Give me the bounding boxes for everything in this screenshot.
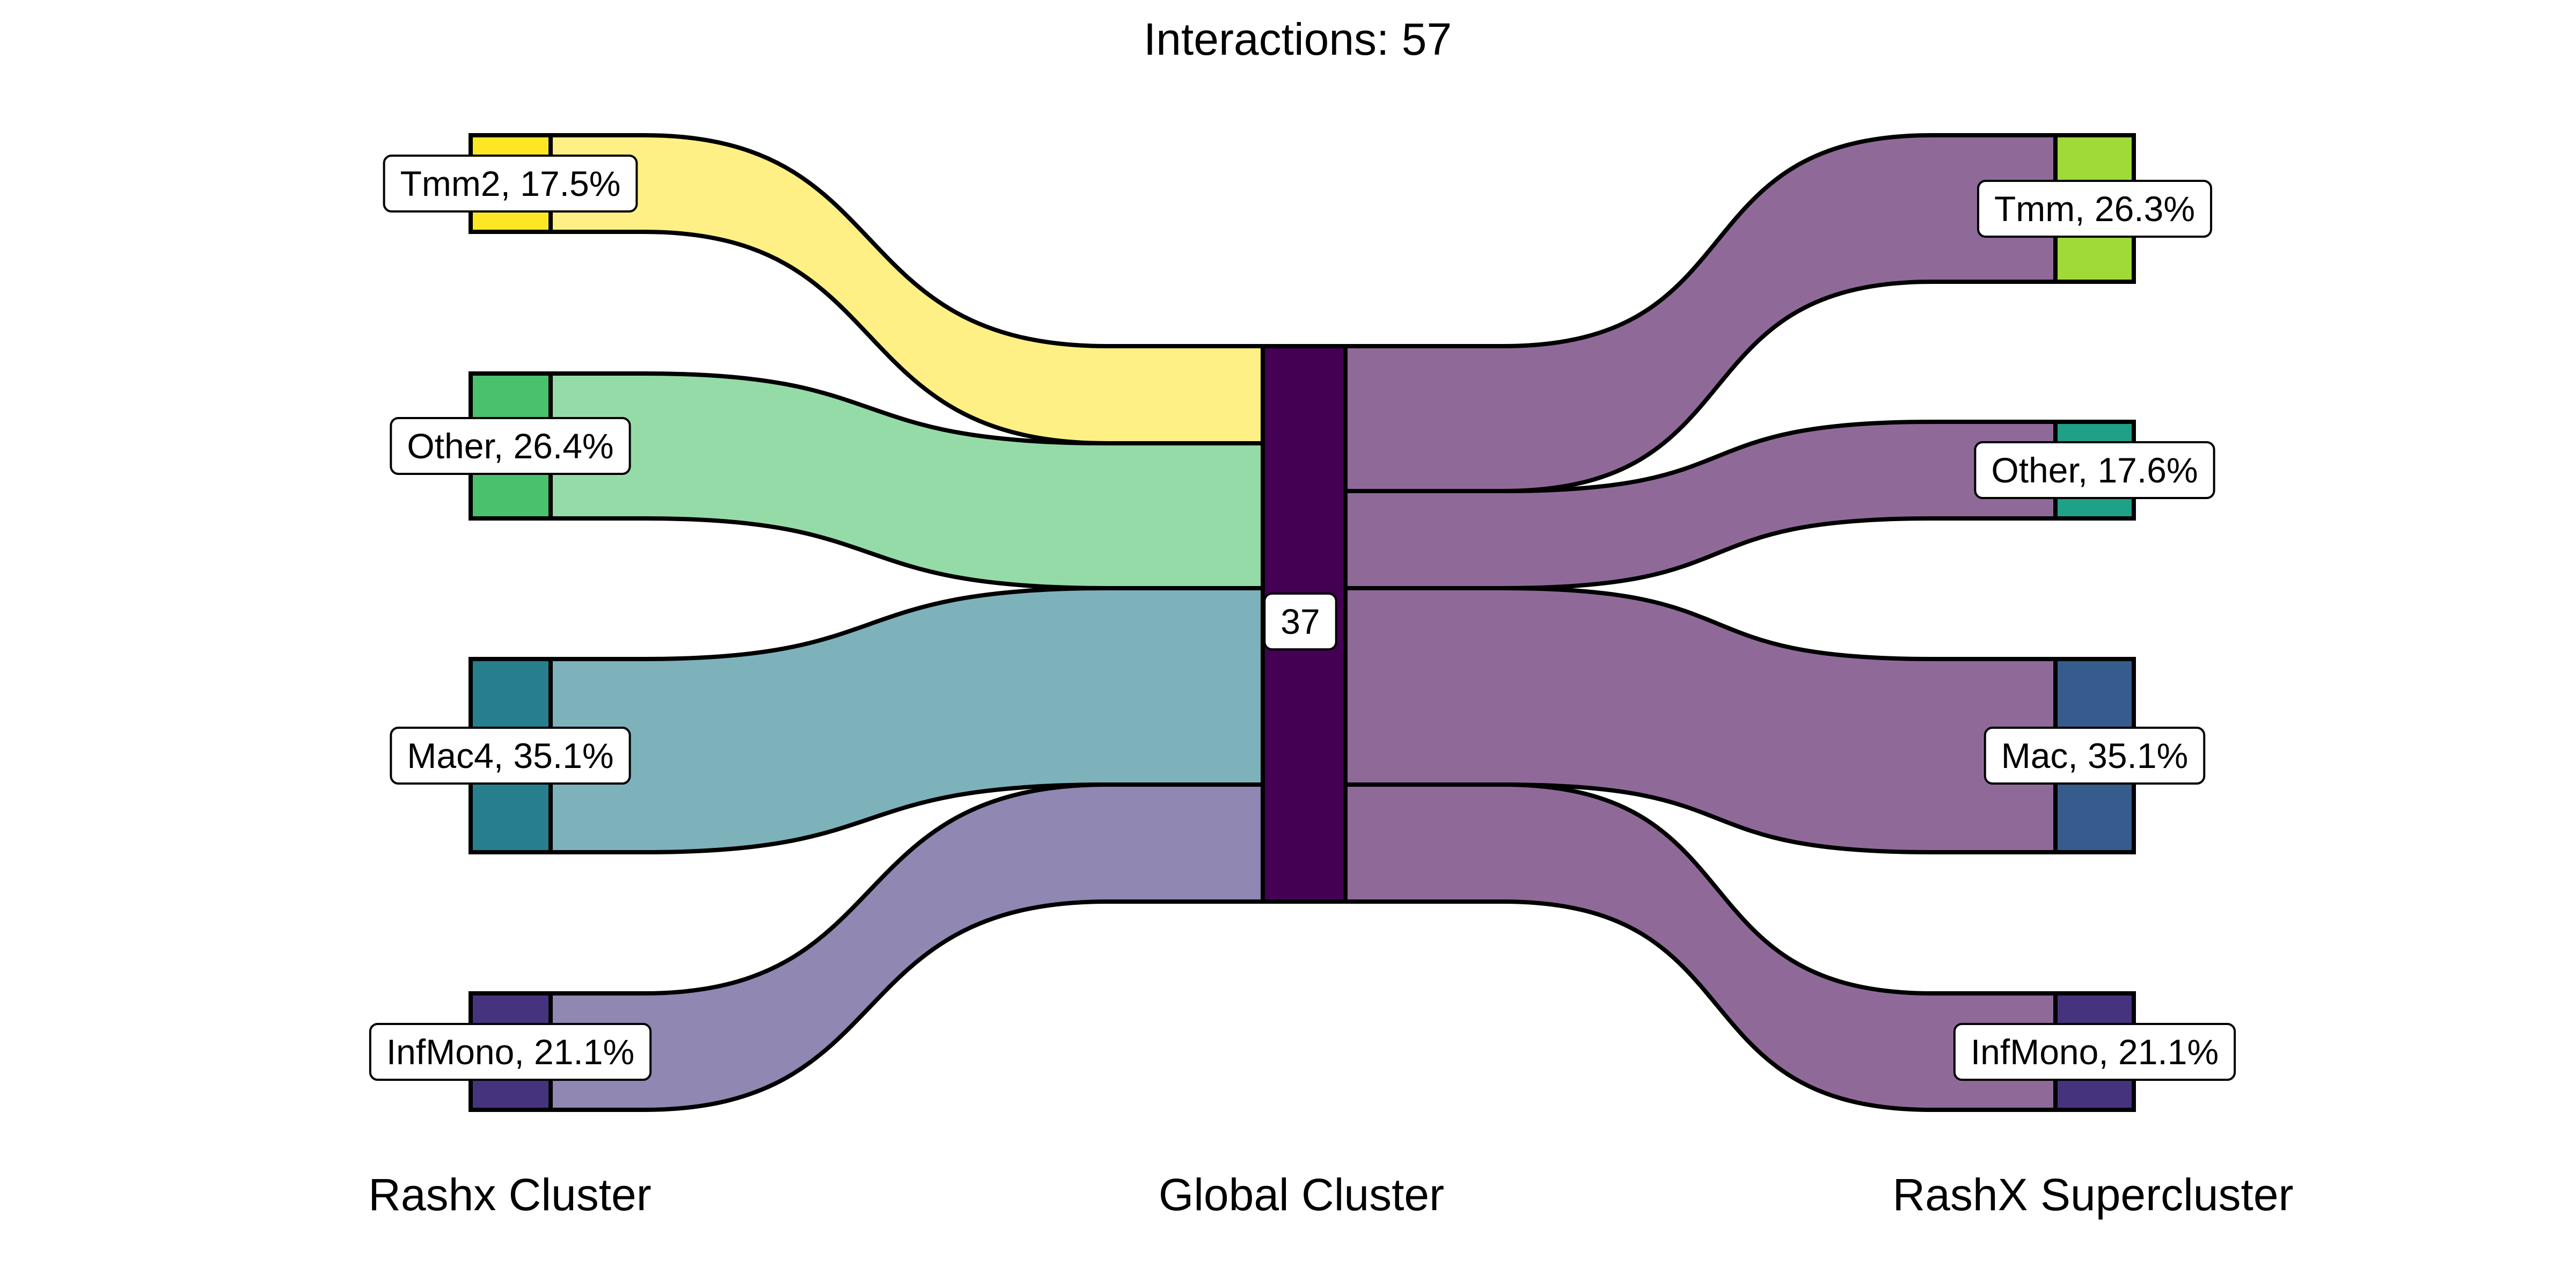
label-box	[369, 1023, 652, 1081]
left-flows	[548, 133, 1265, 1112]
label-mac4: Mac4, 35.1%	[407, 736, 613, 775]
label-mac: Mac, 35.1%	[2001, 736, 2189, 775]
label-tmm: Tmm, 26.3%	[1994, 189, 2195, 229]
label-box	[383, 155, 638, 213]
chart-title: Interactions: 57	[1144, 14, 1452, 64]
label-box	[390, 727, 631, 785]
label-tmm2: Tmm2, 17.5%	[400, 164, 621, 203]
axis-label-left: Rashx Cluster	[368, 1169, 652, 1220]
label-infmono-left: InfMono, 21.1%	[386, 1032, 634, 1072]
axis-label-middle: Global Cluster	[1159, 1169, 1444, 1220]
right-stratum	[2053, 133, 2136, 1112]
label-other-right: Other, 17.6%	[1991, 450, 2198, 490]
right-flows	[1343, 133, 2058, 1112]
label-box	[1953, 1023, 2236, 1081]
axis-label-right: RashX Supercluster	[1892, 1169, 2293, 1220]
label-global-count: 37	[1280, 602, 1320, 641]
label-box	[1984, 727, 2206, 785]
label-box	[1977, 180, 2213, 238]
label-infmono-right: InfMono, 21.1%	[1971, 1032, 2219, 1072]
label-box	[1974, 441, 2215, 499]
middle-label: 37	[1263, 592, 1337, 650]
label-box	[390, 417, 631, 475]
right-labels: Tmm, 26.3% Other, 17.6% Mac, 35.1% InfMo…	[1953, 180, 2236, 1081]
left-stratum	[469, 133, 553, 1112]
label-other-left: Other, 26.4%	[407, 426, 613, 466]
label-box	[1263, 592, 1337, 650]
left-labels: Tmm2, 17.5% Other, 26.4% Mac4, 35.1% Inf…	[369, 155, 652, 1081]
